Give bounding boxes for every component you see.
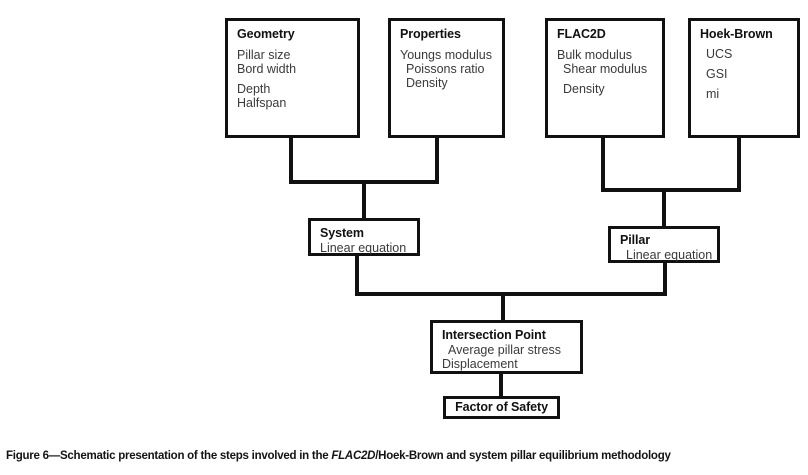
node-pillar-line-0: Linear equation — [626, 248, 713, 262]
node-geometry-line-1: Bord width — [237, 62, 297, 76]
node-properties-line-2: Density — [406, 76, 448, 90]
node-hoek-brown[interactable]: Hoek-Brown UCS GSI mi — [688, 18, 800, 138]
figure-caption-italic: FLAC2D — [331, 450, 376, 462]
node-hoek-brown-line-2: mi — [706, 87, 720, 101]
figure-caption-suffix: /Hoek-Brown and system pillar equilibriu… — [375, 450, 671, 462]
node-factor-of-safety[interactable]: Factor of Safety — [443, 396, 560, 419]
node-hoek-brown-lines: UCS GSI mi — [700, 47, 797, 101]
figure-caption: Figure 6—Schematic presentation of the s… — [6, 449, 806, 464]
node-intersection-point-title: Intersection Point — [442, 328, 546, 342]
connector-lines — [289, 138, 741, 396]
node-geometry-line-2: Depth — [237, 82, 271, 96]
node-hoek-brown-line-0: UCS — [706, 47, 733, 61]
node-flac2d-line-1: Shear modulus — [563, 62, 648, 76]
node-geometry-lines: Pillar size Bord width Depth Halfspan — [237, 48, 357, 110]
figure-caption-prefix: Figure 6—Schematic presentation of the s… — [6, 450, 332, 462]
node-geometry-line-3: Halfspan — [237, 96, 287, 110]
node-geometry-line-0: Pillar size — [237, 48, 291, 62]
node-system-line-0: Linear equation — [320, 241, 407, 255]
node-flac2d-lines: Bulk modulus Shear modulus Density — [557, 48, 662, 96]
node-properties-title: Properties — [400, 27, 461, 41]
node-flac2d-line-0: Bulk modulus — [557, 48, 633, 62]
node-geometry-title: Geometry — [237, 27, 295, 41]
node-flac2d-line-2: Density — [563, 82, 605, 96]
node-factor-of-safety-title: Factor of Safety — [455, 400, 548, 414]
node-properties[interactable]: Properties Youngs modulus Poissons ratio… — [388, 18, 505, 138]
node-system[interactable]: System Linear equation — [308, 218, 420, 256]
node-properties-line-0: Youngs modulus — [400, 48, 492, 62]
node-flac2d[interactable]: FLAC2D Bulk modulus Shear modulus Densit… — [545, 18, 665, 138]
node-intersection-point-line-0: Average pillar stress — [448, 343, 562, 357]
node-pillar[interactable]: Pillar Linear equation — [608, 226, 720, 263]
node-pillar-title: Pillar — [620, 233, 650, 247]
node-geometry[interactable]: Geometry Pillar size Bord width Depth Ha… — [225, 18, 360, 138]
node-intersection-point-line-1: Displacement — [442, 357, 518, 371]
node-hoek-brown-title: Hoek-Brown — [700, 27, 773, 41]
node-system-title: System — [320, 226, 364, 240]
node-properties-line-1: Poissons ratio — [406, 62, 485, 76]
node-intersection-point[interactable]: Intersection Point Average pillar stress… — [430, 320, 583, 374]
node-properties-lines: Youngs modulus Poissons ratio Density — [400, 48, 502, 90]
node-flac2d-title: FLAC2D — [557, 27, 606, 41]
node-hoek-brown-line-1: GSI — [706, 67, 728, 81]
